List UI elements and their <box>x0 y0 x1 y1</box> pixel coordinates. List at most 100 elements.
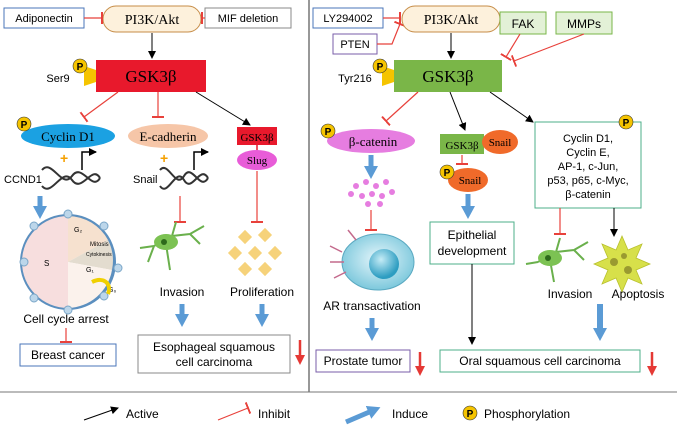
slug-oval <box>237 150 277 170</box>
snail-dna-icon <box>159 148 209 190</box>
mif-deletion-label: MIF deletion <box>218 13 279 25</box>
proliferation-cells-icon <box>227 227 283 277</box>
right-gsk3b-node <box>394 60 502 92</box>
epithelial-line2: development <box>438 244 507 258</box>
slug-label: Slug <box>247 155 268 167</box>
legend-phospho-icon <box>462 405 478 421</box>
snail-oval-1 <box>482 130 518 154</box>
target-line-5: β-catenin <box>565 189 610 201</box>
gsk-to-gsk-snail-arrow <box>449 91 467 131</box>
apoptosis-cell-icon <box>592 234 652 294</box>
apoptosis-label: Apoptosis <box>612 287 665 301</box>
proliferation-label: Proliferation <box>230 285 294 299</box>
epithelial-box <box>429 221 515 265</box>
svg-text:G₀: G₀ <box>108 287 116 294</box>
fak-label: FAK <box>512 17 535 31</box>
epithelial-line1: Epithelial <box>448 228 497 242</box>
prostate-tumor-label: Prostate tumor <box>324 354 403 368</box>
fak-box <box>499 11 547 35</box>
gsk-to-bcat-inhibit <box>381 91 419 127</box>
ser9-label: Ser9 <box>46 73 69 85</box>
targets-phospho-badge <box>618 114 634 130</box>
ccnd1-dna-icon <box>41 148 101 190</box>
bcat-phospho-p: P <box>325 127 332 138</box>
e-cadherin-label: E-cadherin <box>139 129 197 144</box>
gsk3b-snail-box <box>440 134 484 154</box>
snail-left-label: Snail <box>133 174 157 186</box>
tyr216-phospho-p: P <box>377 62 384 73</box>
target-line-3: AP-1, c-Jun, <box>558 161 619 173</box>
right-gsk3b-label: GSK3β <box>422 67 473 86</box>
e-cadherin-oval <box>128 124 208 148</box>
snail-oval-1-label: Snail <box>489 137 512 149</box>
mmps-inhibit <box>510 33 585 67</box>
target-line-1: Cyclin D1, <box>563 133 613 145</box>
cyclin-d1-oval <box>21 124 115 148</box>
ar-transactivation-label: AR transactivation <box>323 299 420 313</box>
left-gsk3b-node <box>96 60 206 92</box>
ly294002-label: LY294002 <box>323 13 372 25</box>
cell-cycle-diagram: G₂ Mitosis Cytokinesis S G₁ G₀ <box>19 209 123 315</box>
tyr216-label: Tyr216 <box>338 73 372 85</box>
beta-catenin-label: β-catenin <box>349 134 398 149</box>
bcat-particles-icon <box>348 179 395 207</box>
ser9-tab <box>84 66 96 86</box>
cycle-arrest-label: Cell cycle arrest <box>23 312 109 326</box>
svg-text:G₂: G₂ <box>74 227 82 234</box>
gsk-to-cyclin-inhibit <box>79 91 119 123</box>
svg-text:Cytokinesis: Cytokinesis <box>86 252 112 258</box>
prostate-tumor-box <box>315 349 411 373</box>
breast-cancer-label: Breast cancer <box>31 348 105 362</box>
cyclin-phospho-badge <box>16 116 32 132</box>
esophageal-line1: Esophageal squamous <box>153 340 275 354</box>
pten-inhibit <box>377 20 406 45</box>
targets-box <box>534 121 642 209</box>
snail-phospho-badge <box>439 164 455 180</box>
right-panel: LY294002 PTEN PI3K/Akt FAK MMPs GSK3β P … <box>312 5 665 376</box>
invasion-right-label: Invasion <box>548 287 593 301</box>
fak-inhibit <box>500 33 521 61</box>
svg-text:S: S <box>44 259 49 268</box>
legend-inhibit-label: Inhibit <box>258 407 291 421</box>
snail-phospho-p: P <box>444 168 451 179</box>
gsk-to-targets-arrow <box>489 91 534 123</box>
ecad-plus: + <box>160 150 168 166</box>
legend: Active Inhibit Induce P Phosphorylation <box>83 402 570 425</box>
ar-cell-icon <box>329 229 415 291</box>
svg-text:G₁: G₁ <box>86 267 94 274</box>
snail-oval-2-label: Snail <box>459 175 482 187</box>
pten-label: PTEN <box>340 39 369 51</box>
bcat-phospho-badge <box>320 123 336 139</box>
legend-inhibit-icon <box>217 402 252 421</box>
gsk3b-slug-label: GSK3β <box>240 132 274 144</box>
mmps-label: MMPs <box>567 17 601 31</box>
legend-active-icon <box>83 406 119 421</box>
cyclin-plus: + <box>60 150 68 166</box>
invasion-cell-icon-left <box>139 221 205 271</box>
legend-induce-label: Induce <box>392 407 428 421</box>
ccnd1-label: CCND1 <box>4 174 42 186</box>
target-line-2: Cyclin E, <box>566 147 609 159</box>
legend-phosphorylation-label: Phosphorylation <box>484 407 570 421</box>
esophageal-box <box>137 334 291 374</box>
ser9-phospho-badge <box>72 58 88 74</box>
left-pi3k-label: PI3K/Akt <box>125 13 180 28</box>
ser9-phospho-p: P <box>77 62 84 73</box>
cyclin-phospho-p: P <box>21 120 28 131</box>
left-gsk3b-label: GSK3β <box>125 67 176 86</box>
right-pi3k-label: PI3K/Akt <box>424 13 479 28</box>
cyclin-d1-label: Cyclin D1 <box>41 129 95 144</box>
oral-label: Oral squamous cell carcinoma <box>459 354 621 368</box>
oral-box <box>439 349 641 373</box>
invasion-cell-icon-right <box>525 237 589 283</box>
legend-phospho-p: P <box>467 409 474 420</box>
esophageal-line2: cell carcinoma <box>176 355 253 369</box>
gsk3b-slug-box <box>237 127 277 145</box>
legend-induce-icon <box>345 405 381 425</box>
adiponectin-label: Adiponectin <box>15 13 73 25</box>
left-panel: PI3K/Akt Adiponectin MIF deletion GSK3β … <box>3 5 305 374</box>
gsk-to-gsk-slug-arrow <box>195 91 251 126</box>
snail-oval-2 <box>448 168 488 192</box>
legend-active-label: Active <box>126 407 159 421</box>
breast-cancer-box <box>19 343 117 367</box>
